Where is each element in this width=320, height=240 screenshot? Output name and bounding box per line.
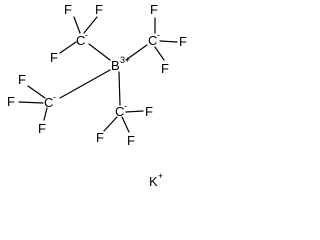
fluorine-symbol: F: [95, 2, 103, 17]
fluorine-symbol: F: [18, 72, 26, 87]
carbon-symbol: C: [148, 33, 157, 48]
carbanion-3: C - F F F: [7, 72, 56, 136]
boron-symbol: B: [111, 58, 120, 73]
bond-c2-f: [154, 46, 165, 61]
bond-c4-f: [103, 116, 118, 132]
bond-b-c4: [118, 71, 121, 106]
bond-c4-f: [125, 110, 144, 113]
carbon-charge: -: [157, 30, 160, 40]
potassium-symbol: K: [149, 174, 158, 189]
bond-c1-f: [73, 16, 81, 34]
bond-c1-f: [83, 16, 98, 34]
fluorine-symbol: F: [145, 104, 153, 119]
bond-b-c1: [88, 43, 111, 61]
fluorine-symbol: F: [38, 121, 46, 136]
fluorine-symbol: F: [50, 50, 58, 65]
boron-atom: B 3+: [111, 55, 130, 73]
bond-b-c3: [59, 69, 111, 99]
carbon-symbol: C: [44, 95, 53, 110]
fluorine-symbol: F: [127, 133, 135, 148]
fluorine-symbol: F: [96, 130, 104, 145]
structure-diagram: B 3+ C - F F F C - F F F C - F F F C - F…: [0, 0, 196, 191]
carbanion-1: C - F F F: [50, 2, 103, 65]
bond-c1-f: [59, 41, 77, 54]
fluorine-symbol: F: [161, 61, 169, 76]
carbon-symbol: C: [115, 104, 124, 119]
bond-c3-f: [27, 85, 46, 99]
carbanion-4: C - F F F: [96, 101, 153, 148]
bonds: [18, 16, 178, 133]
bond-c3-f: [18, 101, 44, 104]
bond-c3-f: [43, 107, 48, 121]
boron-charge: 3+: [120, 55, 130, 65]
bond-b-c2: [125, 44, 148, 61]
fluorine-symbol: F: [150, 2, 158, 17]
carbon-charge: -: [85, 30, 88, 40]
potassium-ion: K +: [149, 171, 163, 189]
carbon-symbol: C: [76, 33, 85, 48]
bond-c4-f: [121, 116, 130, 133]
carbon-charge: -: [53, 92, 56, 102]
fluorine-symbol: F: [179, 34, 187, 49]
potassium-charge: +: [158, 171, 163, 181]
bond-c2-f: [159, 40, 178, 43]
fluorine-symbol: F: [64, 2, 72, 17]
molecule-drawing: B 3+ C - F F F C - F F F C - F F F C - F…: [7, 2, 187, 189]
carbanion-2: C - F F F: [148, 2, 187, 76]
fluorine-symbol: F: [7, 94, 15, 109]
carbon-charge: -: [124, 101, 127, 111]
